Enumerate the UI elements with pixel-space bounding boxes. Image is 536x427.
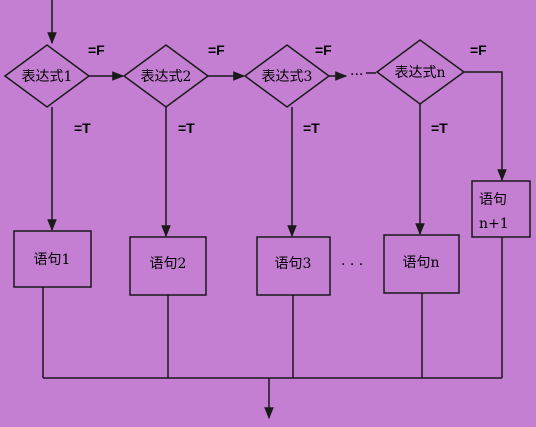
statement-2-label: 语句2 bbox=[150, 256, 187, 272]
statement-2: 语句2 bbox=[129, 236, 207, 296]
statement-n: 语句n bbox=[383, 234, 460, 294]
ellipsis-top: ··· bbox=[350, 67, 363, 83]
statement-n-label: 语句n bbox=[402, 255, 439, 271]
true-label-3: =T bbox=[303, 120, 320, 136]
condition-2-label: 表达式2 bbox=[141, 69, 192, 85]
statement-1: 语句1 bbox=[13, 230, 92, 288]
else-statement: 语句 n+1 bbox=[471, 180, 531, 238]
condition-1-label: 表达式1 bbox=[22, 69, 73, 85]
condition-n-label: 表达式n bbox=[394, 65, 445, 81]
true-label-2: =T bbox=[178, 120, 195, 136]
condition-1: 表达式1 bbox=[3, 44, 91, 108]
false-label-3: =F bbox=[315, 42, 332, 58]
true-label-n: =T bbox=[431, 120, 448, 136]
else-statement-line1: 语句 bbox=[479, 192, 507, 208]
statement-1-label: 语句1 bbox=[34, 252, 71, 268]
true-label-1: =T bbox=[74, 120, 91, 136]
false-label-n: =F bbox=[470, 42, 487, 58]
condition-n: 表达式n bbox=[375, 39, 466, 105]
statement-3: 语句3 bbox=[256, 236, 331, 296]
false-edge-n bbox=[464, 71, 507, 182]
ellipsis-bottom: · · · bbox=[341, 257, 363, 273]
condition-2: 表达式2 bbox=[122, 44, 210, 108]
condition-3-label: 表达式3 bbox=[262, 69, 313, 85]
statement-3-label: 语句3 bbox=[275, 256, 312, 272]
false-label-2: =F bbox=[208, 42, 225, 58]
else-statement-line2: n+1 bbox=[479, 216, 509, 232]
false-label-1: =F bbox=[88, 42, 105, 58]
